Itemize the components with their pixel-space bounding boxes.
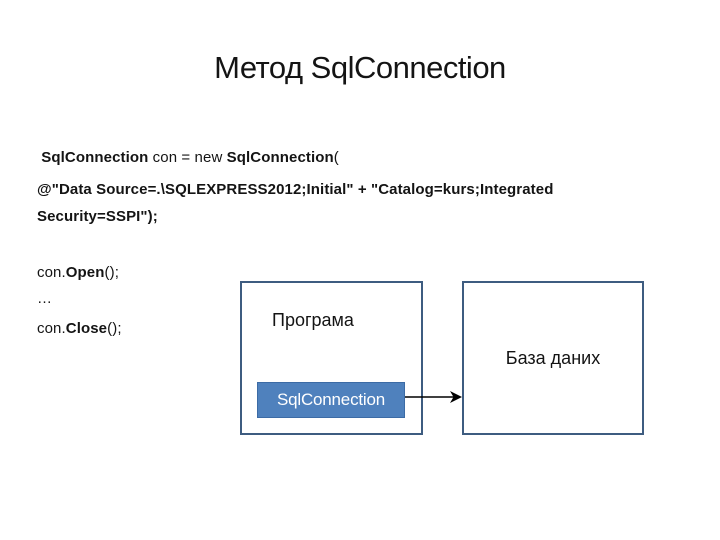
sqlconnection-box: SqlConnection bbox=[257, 382, 405, 418]
code-line-open: con.Open(); bbox=[37, 264, 119, 281]
program-box-label: Програма bbox=[272, 310, 354, 330]
code-text: (); bbox=[107, 320, 122, 337]
database-box-label: База даних bbox=[505, 347, 601, 368]
code-text: con. bbox=[37, 320, 66, 337]
code-class-name: SqlConnection bbox=[226, 149, 334, 166]
database-box: База даних bbox=[462, 281, 644, 435]
code-class-name: SqlConnection bbox=[37, 149, 149, 166]
code-text: con. bbox=[37, 264, 66, 281]
code-line-close: con.Close(); bbox=[37, 320, 122, 337]
code-line-connection-string-1: @"Data Source=.\SQLEXPRESS2012;Initial" … bbox=[37, 181, 554, 198]
slide-title: Метод SqlConnection bbox=[214, 50, 506, 85]
code-line-declaration: SqlConnection con = new SqlConnection( bbox=[37, 149, 339, 166]
program-box: Програма SqlConnection bbox=[240, 281, 423, 435]
code-method-name: Close bbox=[65, 320, 108, 337]
code-line-connection-string-2: Security=SSPI"); bbox=[37, 208, 158, 225]
code-line-ellipsis: … bbox=[37, 290, 53, 307]
code-text: ( bbox=[333, 149, 339, 166]
code-text: (); bbox=[104, 264, 119, 281]
code-method-name: Open bbox=[65, 264, 105, 281]
connection-arrow bbox=[405, 391, 462, 403]
sqlconnection-box-label: SqlConnection bbox=[277, 390, 385, 409]
code-text: con = new bbox=[148, 149, 227, 166]
arrow-head-icon bbox=[450, 391, 462, 403]
